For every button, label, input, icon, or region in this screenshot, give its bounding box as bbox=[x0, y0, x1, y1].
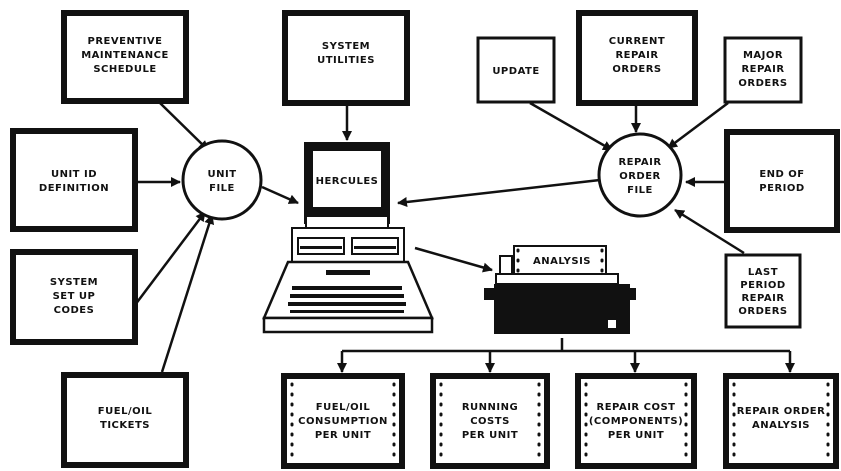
arrow-fuel-to-unit-file bbox=[162, 215, 212, 372]
report-repair-cost-components: REPAIR COST(COMPONENTS)PER UNIT bbox=[578, 376, 694, 466]
arrow-preventive-to-unit-file bbox=[160, 103, 208, 150]
printer-illustration: ANALYSIS bbox=[484, 246, 636, 334]
printer-label: ANALYSIS bbox=[533, 256, 591, 267]
monitor-label: HERCULES bbox=[316, 176, 379, 187]
box-update: UPDATE bbox=[478, 38, 554, 102]
box-label: UPDATE bbox=[492, 66, 539, 77]
arrow-unit-file-to-computer bbox=[262, 187, 298, 203]
arrow-major-to-repair-file bbox=[668, 103, 728, 148]
arrow-update-to-repair-file bbox=[530, 103, 612, 150]
arrow-setup-to-unit-file bbox=[135, 212, 205, 305]
arrow-computer-to-printer bbox=[415, 248, 492, 270]
arrow-repair-file-to-computer bbox=[398, 180, 600, 203]
computer-illustration: HERCULES bbox=[264, 142, 432, 332]
